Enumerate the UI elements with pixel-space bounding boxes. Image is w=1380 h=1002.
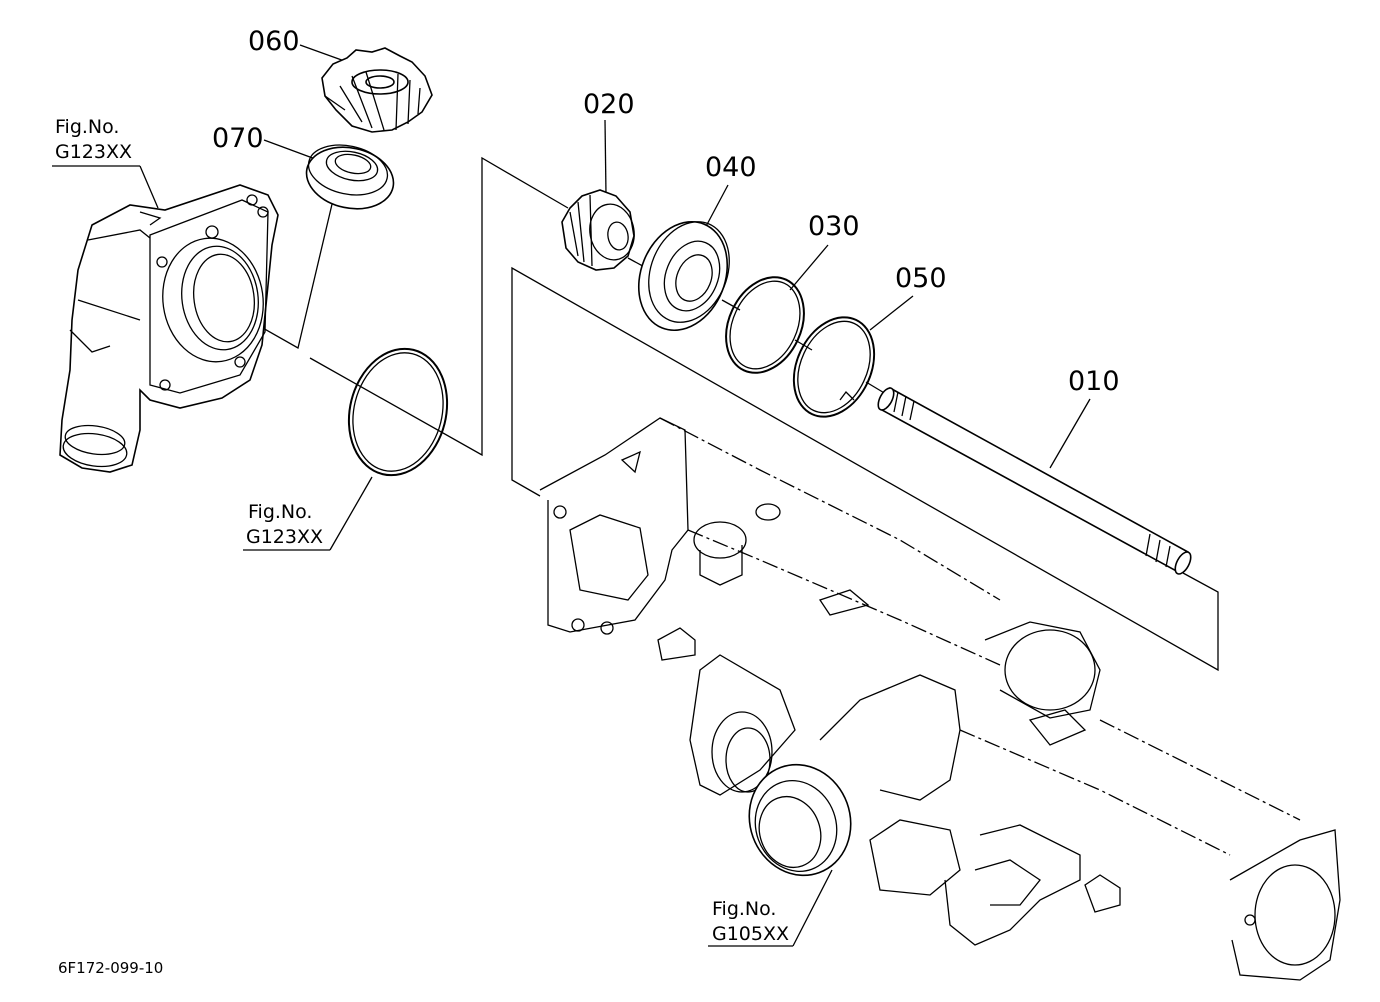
snap-ring-030[interactable] bbox=[711, 264, 819, 385]
shaft-010[interactable] bbox=[875, 386, 1194, 577]
part-label-040[interactable]: 040 bbox=[705, 152, 757, 183]
part-label-010[interactable]: 010 bbox=[1068, 366, 1120, 397]
part-label-020[interactable]: 020 bbox=[583, 89, 635, 120]
part-label-050[interactable]: 050 bbox=[895, 263, 947, 294]
figure-ref-label: Fig.No. bbox=[712, 898, 776, 920]
o-ring[interactable] bbox=[336, 338, 460, 485]
part-label-060[interactable]: 060 bbox=[248, 26, 300, 57]
part-label-070[interactable]: 070 bbox=[212, 123, 264, 154]
part-label-030[interactable]: 030 bbox=[808, 211, 860, 242]
axle-frame[interactable] bbox=[539, 417, 1341, 981]
figure-ref-code: G123XX bbox=[55, 141, 132, 163]
figure-ref-code: G105XX bbox=[712, 923, 789, 945]
diagram-code: 6F172-099-10 bbox=[58, 959, 163, 977]
ball-bearing-070[interactable] bbox=[301, 138, 400, 216]
figure-ref-label: Fig.No. bbox=[248, 501, 312, 523]
gear-020[interactable] bbox=[561, 189, 639, 271]
figure-ref-code: G123XX bbox=[246, 526, 323, 548]
figure-ref-label: Fig.No. bbox=[55, 116, 119, 138]
bevel-gear-060[interactable] bbox=[321, 47, 433, 133]
housing-left[interactable] bbox=[59, 184, 279, 473]
figure-ref-bottom[interactable]: Fig.No. G105XX bbox=[708, 869, 833, 947]
figure-ref-middle[interactable]: Fig.No. G123XX bbox=[243, 476, 373, 551]
ball-bearing-040[interactable] bbox=[623, 208, 744, 343]
circlip-050[interactable] bbox=[778, 304, 889, 430]
figure-ref-top-left[interactable]: Fig.No. G123XX bbox=[52, 116, 159, 209]
